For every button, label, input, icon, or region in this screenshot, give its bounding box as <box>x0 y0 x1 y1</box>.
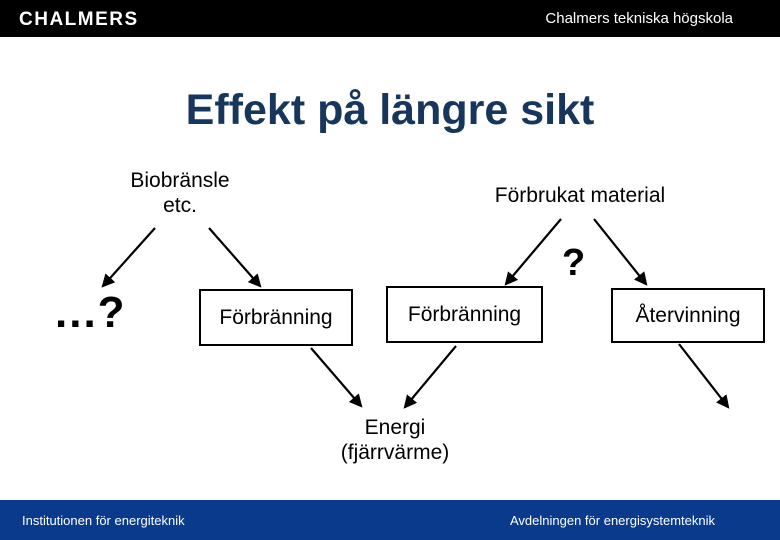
arrow-forbrukat-to-forbranning2 <box>504 218 562 286</box>
unknown-outcome-question: ...? <box>55 288 127 337</box>
footer-bar: Institutionen för energiteknik Avdelning… <box>0 500 780 540</box>
box-forbranning-2: Förbränning <box>386 286 543 343</box>
header-bar: CHALMERS Chalmers tekniska högskola <box>0 0 780 37</box>
arrow-forbranning1-to-energi <box>310 347 363 408</box>
arrow-biobransle-to-unknown <box>101 227 156 288</box>
arrow-atervinning-down <box>678 343 730 409</box>
label-forbrukat-material: Förbrukat material <box>494 184 666 207</box>
box-atervinning-label: Återvinning <box>635 303 741 327</box>
label-biobransle: Biobränsle etc. <box>130 169 230 217</box>
box-forbranning-2-label: Förbränning <box>407 302 522 326</box>
slide-title: Effekt på längre sikt <box>185 86 595 134</box>
arrow-forbrukat-to-atervinning <box>593 218 648 286</box>
arrow-biobransle-to-forbranning1 <box>208 227 262 288</box>
footer-left-text: Institutionen för energiteknik <box>22 513 185 528</box>
footer-right-text: Avdelningen för energisystemteknik <box>510 513 715 528</box>
chalmers-logo: CHALMERS <box>19 9 139 30</box>
box-atervinning: Återvinning <box>611 288 765 343</box>
arrow-forbranning2-to-energi <box>403 345 457 409</box>
box-forbranning-1: Förbränning <box>199 289 353 346</box>
school-name-text: Chalmers tekniska högskola <box>545 10 733 27</box>
box-forbranning-1-label: Förbränning <box>219 305 333 329</box>
label-energi: Energi (fjärrvärme) <box>340 416 450 464</box>
question-mark: ? <box>562 242 586 284</box>
